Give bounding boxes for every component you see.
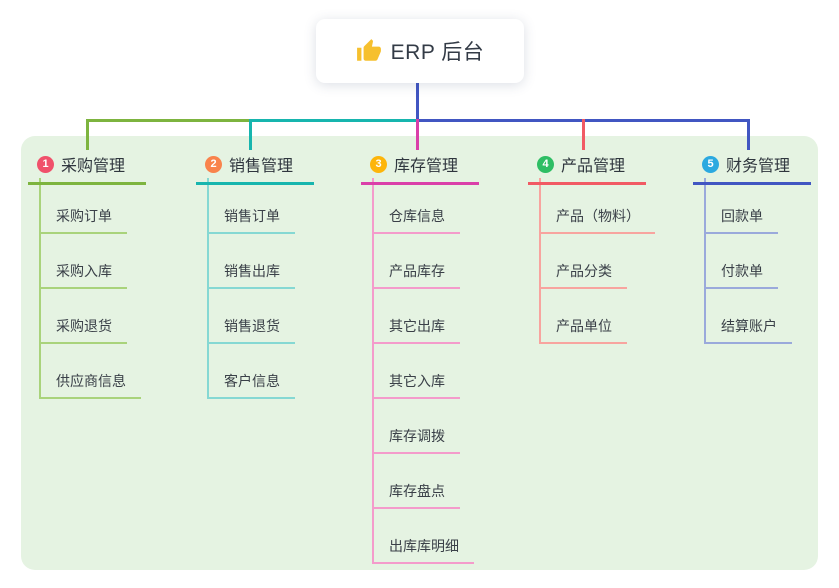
child-node[interactable]: 产品分类 xyxy=(539,261,627,289)
child-label: 付款单 xyxy=(721,263,763,279)
child-label: 其它出库 xyxy=(389,318,445,334)
child-node[interactable]: 库存调拨 xyxy=(372,426,460,454)
child-node[interactable]: 销售退货 xyxy=(207,316,295,344)
branch-number-badge: 2 xyxy=(205,155,222,173)
child-label: 产品单位 xyxy=(556,318,612,334)
child-label: 销售出库 xyxy=(224,263,280,279)
connector-bus-segment-1 xyxy=(86,119,252,122)
branch-header-3[interactable]: 3 库存管理 xyxy=(361,150,479,185)
connector-trunk-5 xyxy=(704,178,706,344)
child-node[interactable]: 出库库明细 xyxy=(372,536,474,564)
child-node[interactable]: 付款单 xyxy=(704,261,778,289)
branch-number-badge: 3 xyxy=(370,155,387,173)
branch-number-badge: 5 xyxy=(702,155,719,173)
child-node[interactable]: 采购退货 xyxy=(39,316,127,344)
child-label: 库存盘点 xyxy=(389,483,445,499)
child-label: 销售订单 xyxy=(224,208,280,224)
child-node[interactable]: 其它出库 xyxy=(372,316,460,344)
branch-label: 库存管理 xyxy=(394,158,459,175)
child-label: 采购入库 xyxy=(56,263,112,279)
branch-number-badge: 4 xyxy=(537,155,554,173)
child-node[interactable]: 产品库存 xyxy=(372,261,460,289)
child-node[interactable]: 回款单 xyxy=(704,206,778,234)
connector-branch-drop-4 xyxy=(582,119,585,150)
child-node[interactable]: 采购入库 xyxy=(39,261,127,289)
child-label: 采购订单 xyxy=(56,208,112,224)
child-node[interactable]: 其它入库 xyxy=(372,371,460,399)
child-node[interactable]: 客户信息 xyxy=(207,371,295,399)
child-label: 仓库信息 xyxy=(389,208,445,224)
connector-branch-drop-5 xyxy=(747,119,750,150)
child-node[interactable]: 供应商信息 xyxy=(39,371,141,399)
child-label: 产品分类 xyxy=(556,263,612,279)
branch-header-5[interactable]: 5 财务管理 xyxy=(693,150,811,185)
root-node[interactable]: ERP 后台 xyxy=(316,19,524,83)
connector-trunk-3 xyxy=(372,178,374,564)
child-label: 供应商信息 xyxy=(56,373,126,389)
child-label: 产品（物料） xyxy=(556,208,640,224)
child-node[interactable]: 销售订单 xyxy=(207,206,295,234)
branch-header-2[interactable]: 2 销售管理 xyxy=(196,150,314,185)
branch-label: 采购管理 xyxy=(61,158,126,175)
child-label: 其它入库 xyxy=(389,373,445,389)
root-label: ERP 后台 xyxy=(390,41,485,64)
child-node[interactable]: 销售出库 xyxy=(207,261,295,289)
child-label: 回款单 xyxy=(721,208,763,224)
branch-header-1[interactable]: 1 采购管理 xyxy=(28,150,146,185)
child-node[interactable]: 仓库信息 xyxy=(372,206,460,234)
child-label: 产品库存 xyxy=(389,263,445,279)
connector-branch-drop-1 xyxy=(86,119,89,150)
child-node[interactable]: 库存盘点 xyxy=(372,481,460,509)
child-node[interactable]: 结算账户 xyxy=(704,316,792,344)
child-label: 结算账户 xyxy=(721,318,777,334)
child-label: 出库库明细 xyxy=(389,538,459,554)
connector-root-drop xyxy=(416,83,419,120)
branch-label: 销售管理 xyxy=(229,158,294,175)
connector-bus-segment-2 xyxy=(249,119,419,122)
child-node[interactable]: 产品单位 xyxy=(539,316,627,344)
child-node[interactable]: 采购订单 xyxy=(39,206,127,234)
connector-branch-drop-2 xyxy=(249,119,252,150)
thumbs-up-icon xyxy=(356,38,382,64)
child-label: 销售退货 xyxy=(224,318,280,334)
branch-label: 产品管理 xyxy=(561,158,626,175)
child-node[interactable]: 产品（物料） xyxy=(539,206,655,234)
branch-label: 财务管理 xyxy=(726,158,791,175)
branch-number-badge: 1 xyxy=(37,155,54,173)
connector-trunk-4 xyxy=(539,178,541,344)
child-label: 采购退货 xyxy=(56,318,112,334)
child-label: 客户信息 xyxy=(224,373,280,389)
child-label: 库存调拨 xyxy=(389,428,445,444)
mindmap-background-panel xyxy=(21,136,818,570)
connector-branch-drop-3 xyxy=(416,119,419,150)
branch-header-4[interactable]: 4 产品管理 xyxy=(528,150,646,185)
